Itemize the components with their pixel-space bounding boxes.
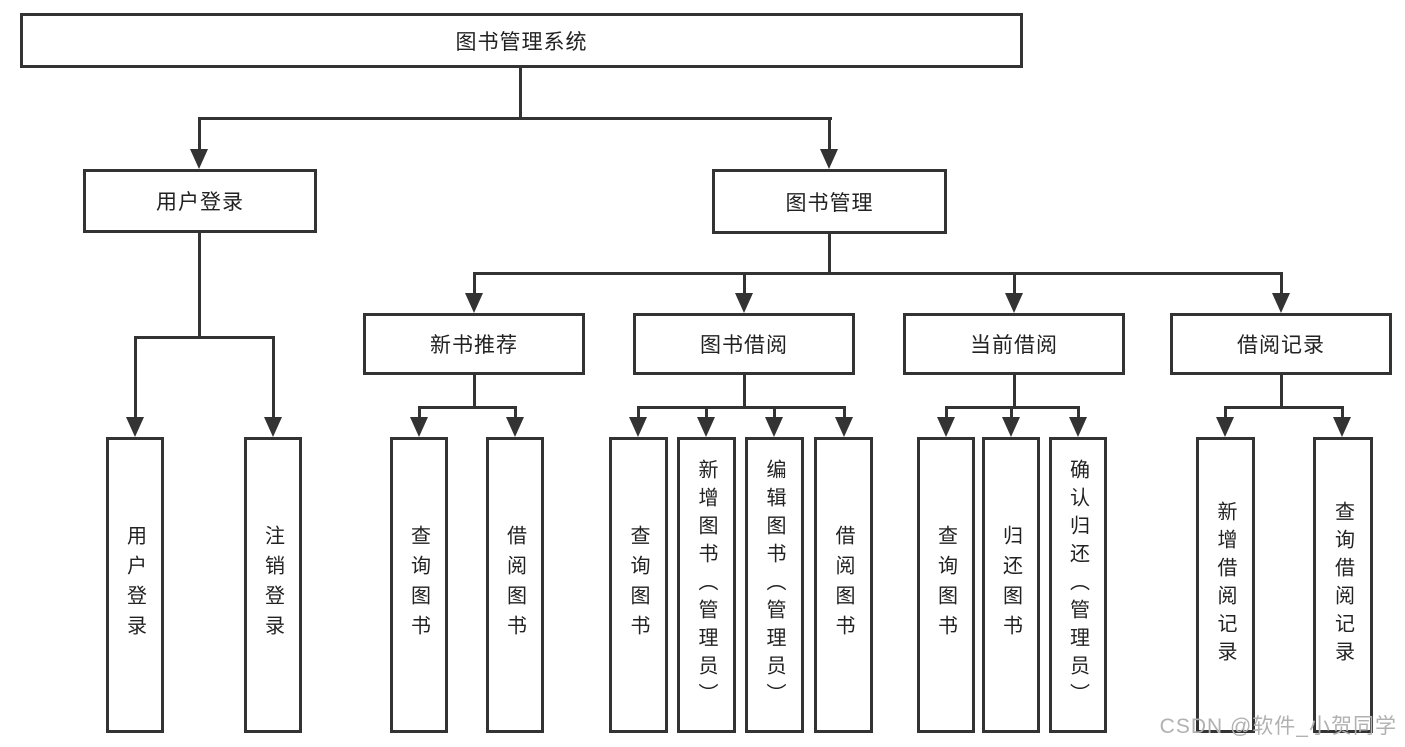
connector-line bbox=[743, 272, 746, 293]
connector-line bbox=[828, 117, 831, 149]
arrow-down bbox=[410, 417, 428, 437]
arrow-down bbox=[765, 417, 783, 437]
leaf-borrow-books: 借阅图书 bbox=[814, 437, 873, 733]
arrow-down bbox=[820, 149, 838, 169]
connector-line bbox=[1224, 406, 1227, 418]
arrow-down bbox=[465, 293, 483, 313]
arrow-down bbox=[506, 417, 524, 437]
node-current-borrow: 当前借阅 bbox=[903, 313, 1125, 375]
connector-line bbox=[1077, 406, 1080, 418]
connector-line bbox=[134, 336, 275, 339]
connector-line bbox=[828, 234, 831, 272]
connector-line bbox=[514, 406, 517, 418]
connector-line bbox=[473, 272, 1283, 275]
leaf-user-login: 用户登录 bbox=[106, 437, 164, 733]
node-new-book-recommend: 新书推荐 bbox=[363, 313, 585, 375]
connector-line bbox=[1010, 406, 1013, 418]
arrow-down bbox=[835, 417, 853, 437]
connector-line bbox=[637, 406, 846, 409]
connector-line bbox=[1013, 375, 1016, 406]
leaf-query-books-borrow: 查询图书 bbox=[609, 437, 668, 733]
arrow-down bbox=[697, 417, 715, 437]
arrow-down bbox=[264, 417, 282, 437]
leaf-add-borrow-record: 新增借阅记录 bbox=[1196, 437, 1255, 733]
leaf-query-books-current: 查询图书 bbox=[917, 437, 975, 733]
connector-line bbox=[945, 406, 948, 418]
connector-line bbox=[843, 406, 846, 418]
arrow-down bbox=[1216, 417, 1234, 437]
connector-line bbox=[198, 117, 201, 149]
leaf-return-books: 归还图书 bbox=[982, 437, 1040, 733]
connector-line bbox=[1224, 406, 1344, 409]
connector-line bbox=[637, 406, 640, 418]
connector-line bbox=[473, 375, 476, 406]
arrow-down bbox=[190, 149, 208, 169]
connector-line bbox=[418, 406, 421, 418]
connector-line bbox=[705, 406, 708, 418]
arrow-down bbox=[735, 293, 753, 313]
leaf-logout: 注销登录 bbox=[244, 437, 302, 733]
node-borrow-record: 借阅记录 bbox=[1170, 313, 1392, 375]
leaf-query-borrow-record: 查询借阅记录 bbox=[1313, 437, 1373, 733]
connector-line bbox=[1341, 406, 1344, 418]
node-user-login: 用户登录 bbox=[83, 169, 317, 233]
arrow-down bbox=[629, 417, 647, 437]
node-book-management: 图书管理 bbox=[712, 169, 947, 234]
leaf-query-books-recommend: 查询图书 bbox=[390, 437, 448, 733]
node-book-borrow: 图书借阅 bbox=[633, 313, 855, 375]
arrow-down bbox=[1005, 293, 1023, 313]
connector-line bbox=[1013, 272, 1016, 293]
leaf-borrow-books-recommend: 借阅图书 bbox=[486, 437, 544, 733]
arrow-down bbox=[937, 417, 955, 437]
arrow-down bbox=[126, 417, 144, 437]
arrow-down bbox=[1333, 417, 1351, 437]
connector-line bbox=[198, 233, 201, 336]
leaf-edit-books-admin: 编辑图书（管理员） bbox=[745, 437, 804, 733]
connector-line bbox=[743, 375, 746, 406]
connector-line bbox=[198, 117, 832, 120]
connector-line bbox=[1280, 375, 1283, 406]
arrow-down bbox=[1272, 293, 1290, 313]
arrow-down bbox=[1002, 417, 1020, 437]
leaf-confirm-return-admin: 确认归还（管理员） bbox=[1049, 437, 1107, 733]
arrow-down bbox=[1069, 417, 1087, 437]
connector-line bbox=[519, 68, 522, 117]
connector-line bbox=[473, 272, 476, 293]
connector-line bbox=[1280, 272, 1283, 293]
node-root-library-system: 图书管理系统 bbox=[20, 13, 1023, 68]
connector-line bbox=[418, 406, 517, 409]
connector-line bbox=[272, 336, 275, 417]
connector-line bbox=[134, 336, 137, 417]
leaf-add-books-admin: 新增图书（管理员） bbox=[677, 437, 736, 733]
connector-line bbox=[773, 406, 776, 418]
